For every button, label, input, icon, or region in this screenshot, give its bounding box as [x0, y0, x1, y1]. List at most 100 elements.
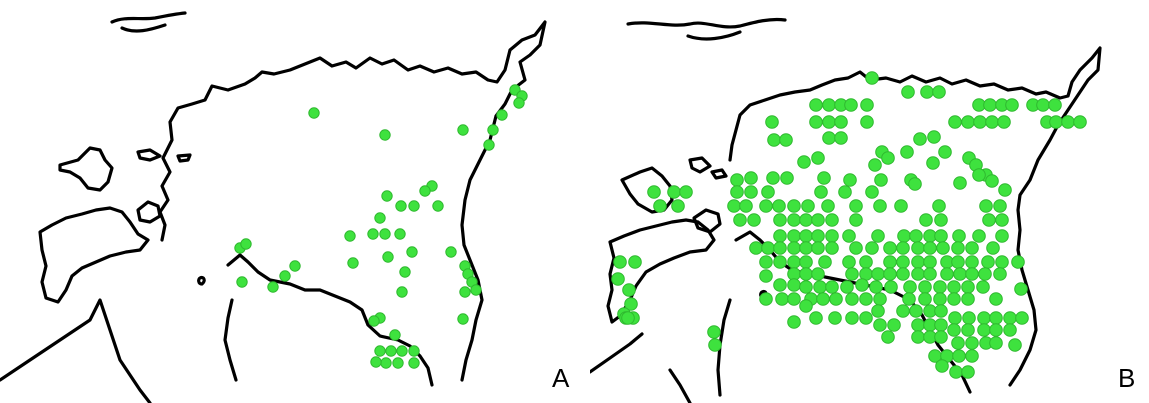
record-dot: [622, 283, 636, 297]
record-dot: [408, 357, 420, 369]
record-dot: [759, 269, 773, 283]
record-dot: [825, 229, 839, 243]
record-dot: [809, 115, 823, 129]
record-dot: [809, 98, 823, 112]
record-dot: [900, 145, 914, 159]
record-dot: [829, 292, 843, 306]
record-dot: [1008, 338, 1022, 352]
record-dot: [787, 278, 801, 292]
record-dot: [995, 255, 1009, 269]
record-dot: [909, 304, 923, 318]
record-dot: [881, 330, 895, 344]
record-dot: [1061, 115, 1075, 129]
record-dot: [647, 185, 661, 199]
record-dot: [961, 323, 975, 337]
record-dot: [374, 212, 386, 224]
record-dot: [395, 200, 407, 212]
record-dot: [780, 171, 794, 185]
record-dot: [811, 213, 825, 227]
record-dot: [799, 229, 813, 243]
record-dot: [913, 132, 927, 146]
record-dot: [1048, 98, 1062, 112]
record-dot: [811, 267, 825, 281]
record-dot: [911, 255, 925, 269]
record-dot: [799, 255, 813, 269]
record-dot: [948, 311, 962, 325]
record-dot: [813, 280, 827, 294]
record-dot: [897, 229, 911, 243]
record-dot: [772, 199, 786, 213]
record-dot: [240, 238, 252, 250]
record-dot: [408, 345, 420, 357]
record-dot: [749, 241, 763, 255]
map-panel-a: [0, 11, 547, 403]
record-dot: [965, 241, 979, 255]
record-dot: [730, 173, 744, 187]
record-dot: [896, 304, 910, 318]
record-dot: [457, 313, 469, 325]
record-dot: [730, 185, 744, 199]
record-dot: [628, 255, 642, 269]
record-dot: [392, 357, 404, 369]
record-dot: [759, 255, 773, 269]
record-dot: [894, 199, 908, 213]
record-dot: [799, 213, 813, 227]
record-dot: [818, 255, 832, 269]
record-dot: [979, 199, 993, 213]
record-dot: [389, 329, 401, 341]
record-dot: [822, 115, 836, 129]
record-dot: [621, 311, 635, 325]
record-dot: [727, 199, 741, 213]
record-dot: [934, 318, 948, 332]
record-dot: [744, 185, 758, 199]
record-dot: [843, 173, 857, 187]
record-dot: [767, 133, 781, 147]
record-dot: [733, 213, 747, 227]
record-dot: [940, 267, 954, 281]
record-dot: [998, 183, 1012, 197]
record-dot: [859, 311, 873, 325]
record-dot: [859, 255, 873, 269]
record-dot: [787, 213, 801, 227]
record-dot: [961, 115, 975, 129]
record-dot: [787, 292, 801, 306]
record-dot: [775, 292, 789, 306]
record-dot: [842, 255, 856, 269]
record-dot: [997, 115, 1011, 129]
record-dot: [845, 311, 859, 325]
record-dot: [923, 267, 937, 281]
record-dot: [935, 359, 949, 373]
record-dot: [965, 349, 979, 363]
record-dot: [868, 158, 882, 172]
record-dot: [982, 213, 996, 227]
record-dot: [379, 228, 391, 240]
record-dot: [961, 280, 975, 294]
record-dot: [962, 311, 976, 325]
record-dot: [952, 229, 966, 243]
record-dot: [773, 278, 787, 292]
record-dot: [989, 311, 1003, 325]
record-dot: [845, 267, 859, 281]
record-dot: [779, 133, 793, 147]
record-dot: [1036, 98, 1050, 112]
record-dot: [972, 229, 986, 243]
record-dot: [932, 85, 946, 99]
record-dot: [765, 115, 779, 129]
record-dot: [965, 255, 979, 269]
record-dot: [911, 318, 925, 332]
record-dot: [993, 199, 1007, 213]
record-dot: [432, 200, 444, 212]
record-dot: [1049, 115, 1063, 129]
record-dot: [374, 345, 386, 357]
record-dot: [787, 315, 801, 329]
record-dot: [883, 255, 897, 269]
record-dot: [379, 129, 391, 141]
record-dot: [860, 98, 874, 112]
record-dot: [799, 267, 813, 281]
record-dot: [289, 260, 301, 272]
record-dot: [951, 336, 965, 350]
record-dot: [817, 171, 831, 185]
record-dot: [934, 213, 948, 227]
record-dot: [883, 241, 897, 255]
record-dot: [759, 292, 773, 306]
